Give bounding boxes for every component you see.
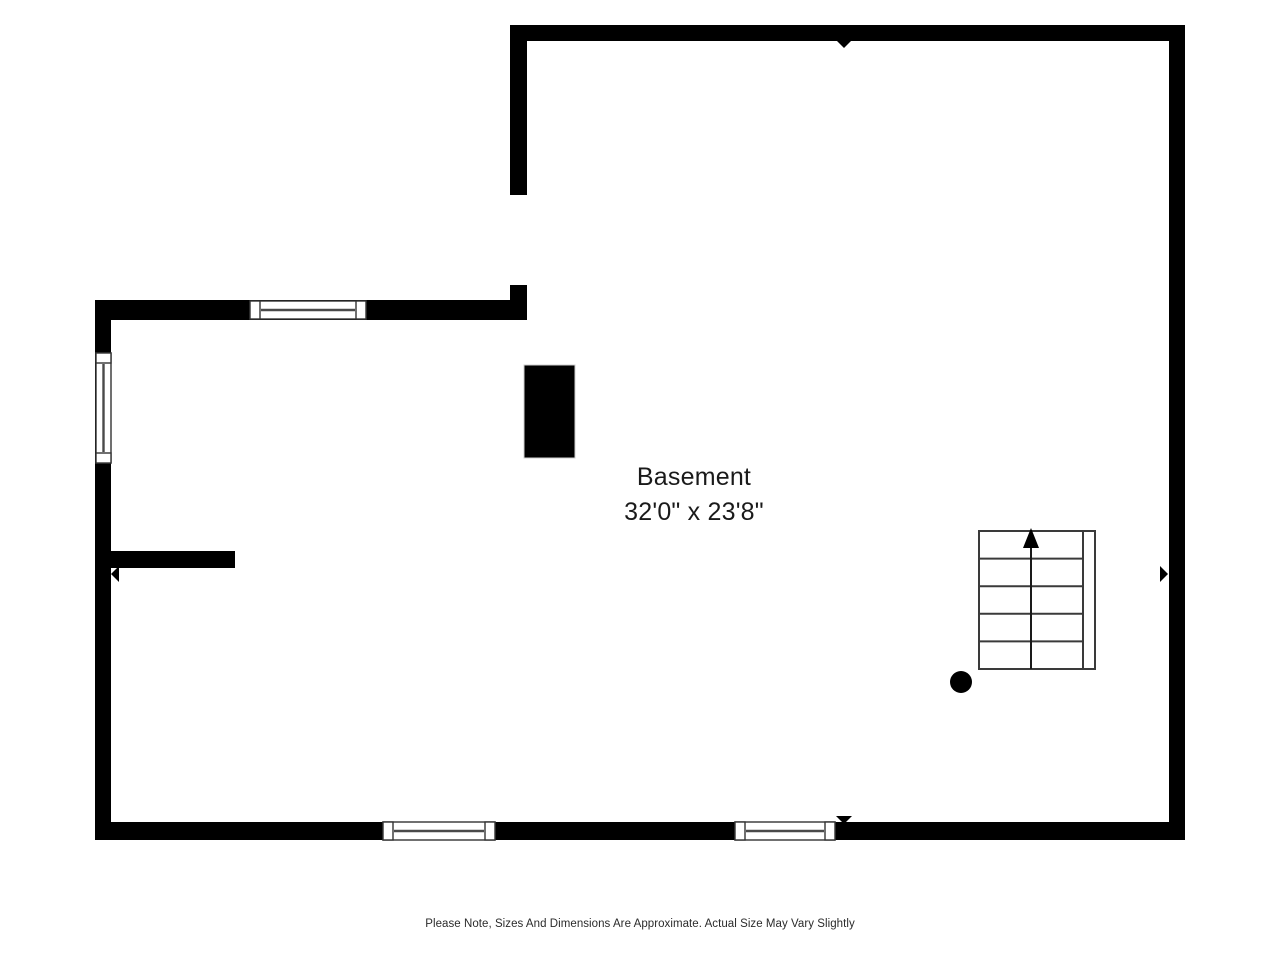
staircase (978, 528, 1096, 670)
wall-vertical-upper (510, 25, 527, 195)
wall-group (95, 25, 1185, 840)
wall-top (510, 25, 1185, 41)
wall-bottom (95, 822, 1185, 840)
wall-interior-stub (111, 551, 235, 568)
window-bottom-right (734, 821, 836, 841)
direction-marker-right (1160, 566, 1168, 582)
direction-marker-left (111, 566, 119, 582)
window-left-wall (95, 352, 112, 464)
wall-vertical-stub (510, 285, 527, 320)
window-top-left-wall (249, 300, 367, 320)
direction-marker-bottom (836, 816, 852, 824)
window-bottom-left (382, 821, 496, 841)
chimney-block (523, 364, 576, 459)
direction-marker-top (836, 40, 852, 48)
room-name: Basement (636, 463, 752, 491)
stair-up-arrow-icon (1023, 528, 1039, 548)
footer-disclaimer: Please Note, Sizes And Dimensions Are Ap… (425, 918, 855, 930)
wall-right (1169, 25, 1185, 840)
room-dimensions: 32'0" x 23'8" (624, 498, 764, 526)
room-label-basement: Basement 32'0" x 23'8" (494, 462, 894, 527)
newel-post (950, 671, 972, 693)
